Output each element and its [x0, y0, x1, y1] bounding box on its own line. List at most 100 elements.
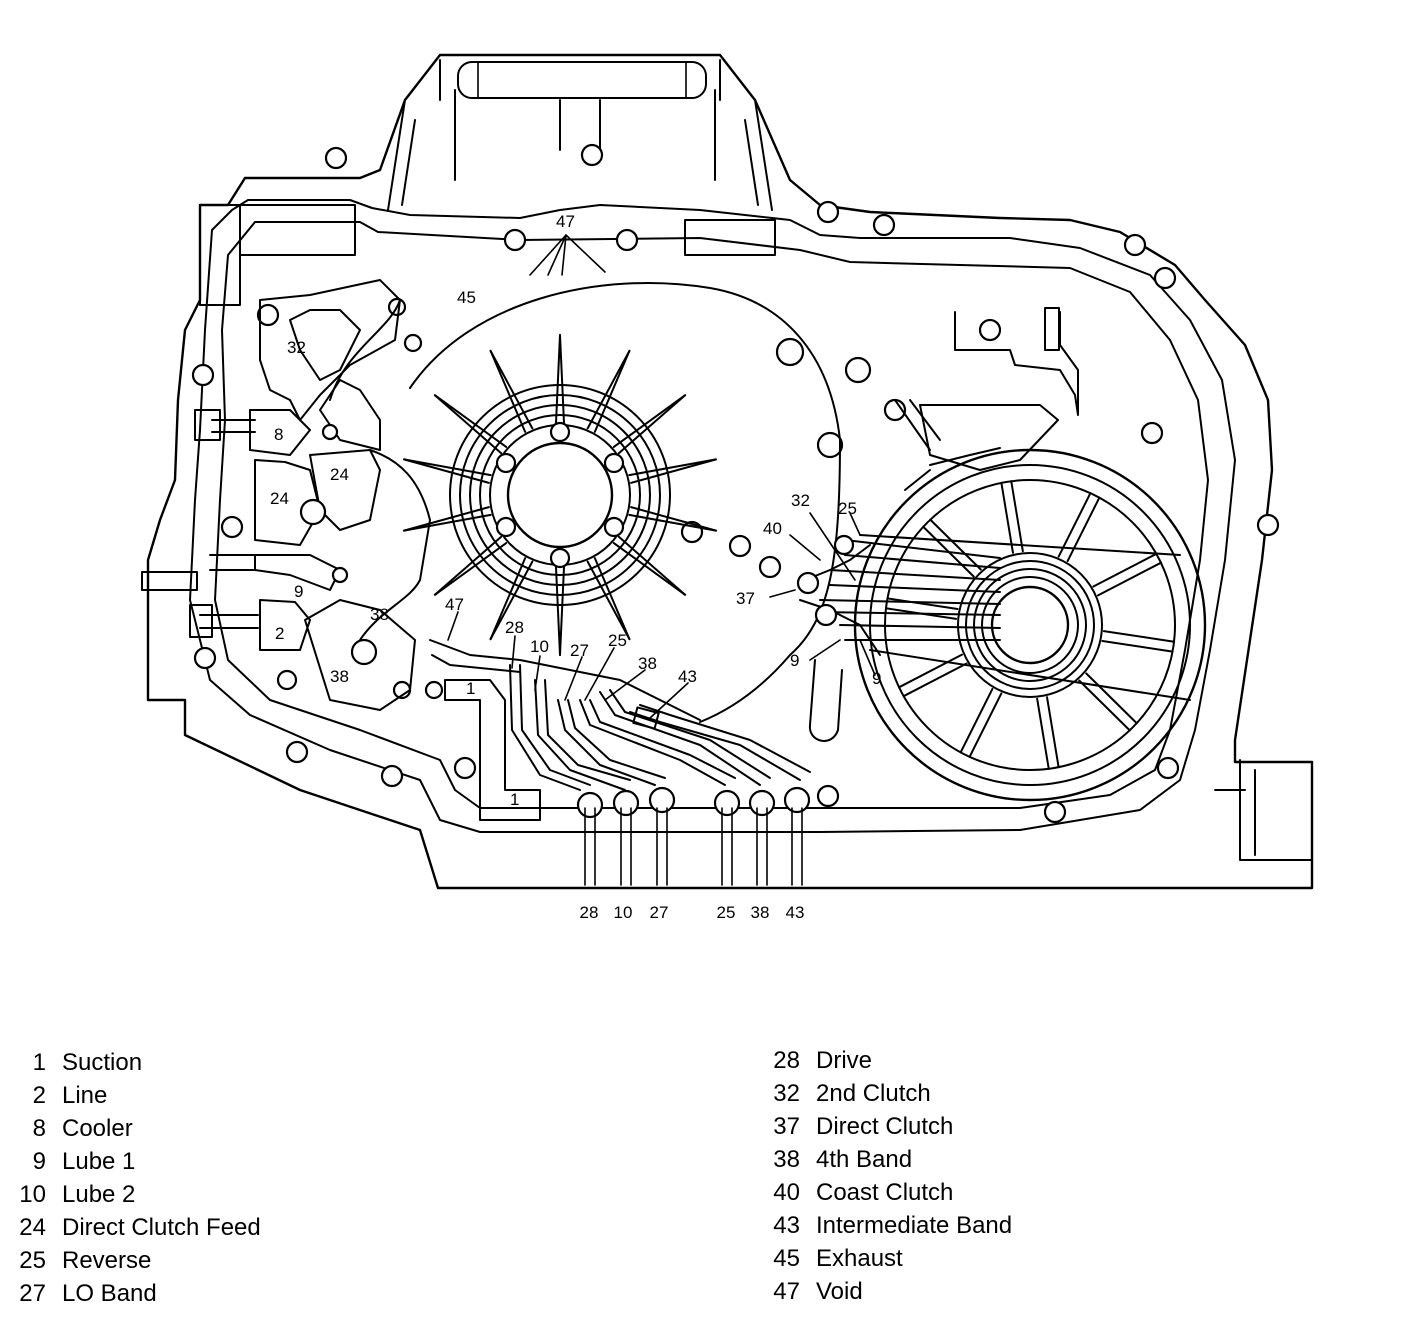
diagram-line: [489, 349, 527, 433]
legend-label: Reverse: [62, 1246, 152, 1274]
legend-item: 45 Exhaust: [754, 1242, 1012, 1275]
diagram-line: [1057, 492, 1092, 558]
legend-label: Direct Clutch Feed: [62, 1213, 261, 1241]
callout-9-right-b: 9: [872, 669, 881, 688]
diagram-line: [617, 394, 687, 455]
diagram-line: [555, 566, 561, 656]
callout-24-b: 24: [270, 489, 289, 508]
callout-25-right: 25: [838, 499, 857, 518]
legend-label: Suction: [62, 1048, 143, 1076]
drum-assembly: [796, 447, 1207, 802]
callout-37: 37: [736, 589, 755, 608]
legend-number: 32: [773, 1079, 800, 1107]
lower-passages: [444, 664, 811, 886]
case-outline: [141, 53, 1314, 890]
diagram-line: [612, 542, 687, 596]
diagram-line: [1085, 672, 1138, 725]
callout-32-right: 32: [791, 491, 810, 510]
diagram-line: [902, 662, 968, 698]
diagram-line: [886, 597, 959, 610]
callout-28: 28: [505, 618, 524, 637]
callout-9-left: 9: [294, 582, 303, 601]
legend-label: Exhaust: [816, 1244, 903, 1272]
legend-label: Drive: [816, 1046, 873, 1074]
legend-number: 8: [32, 1114, 46, 1142]
legend-item: 32 2nd Clutch: [754, 1077, 1012, 1110]
legend-number: 28: [773, 1046, 800, 1074]
legend-label: 2nd Clutch: [816, 1079, 931, 1107]
callout-2: 2: [275, 624, 284, 643]
port-label-25: 25: [717, 903, 736, 922]
diagram-line: [959, 687, 994, 754]
callout-38-b: 38: [330, 667, 349, 686]
legend-number: 43: [773, 1211, 800, 1239]
legend-number: 2: [32, 1081, 46, 1109]
bolt-holes: [191, 143, 1280, 824]
diagram-line: [1036, 697, 1050, 770]
diagram-line: [593, 557, 631, 641]
diagram-line: [1096, 561, 1163, 597]
legend-label: Coast Clutch: [816, 1178, 954, 1206]
leader-lines: [447, 234, 876, 719]
legend-item: 25 Reverse: [0, 1244, 261, 1277]
diagram-line: [1000, 481, 1014, 554]
diagram-line: [630, 458, 717, 484]
callout-9-right-a: 9: [790, 651, 799, 670]
diagram-line: [1101, 640, 1174, 653]
port-labels: 28 10 27 25 38 43: [580, 903, 805, 922]
legend-number: 38: [773, 1145, 800, 1173]
port-label-27: 27: [650, 903, 669, 922]
legend-number: 37: [773, 1112, 800, 1140]
port-label-38: 38: [751, 903, 770, 922]
legend-label: LO Band: [62, 1279, 157, 1307]
diagram-line: [628, 513, 717, 532]
callout-1-b: 1: [510, 790, 519, 809]
diagram-line: [433, 535, 503, 596]
diagram-line: [489, 560, 534, 641]
callout-38-a: 38: [370, 605, 389, 624]
left-passages: [199, 279, 701, 721]
diagram-line: [929, 518, 982, 571]
callout-25: 25: [608, 631, 627, 650]
legend-label: Void: [816, 1277, 863, 1305]
legend-label: Lube 1: [62, 1147, 136, 1175]
diagram-line: [489, 557, 527, 641]
legend-number: 47: [773, 1277, 800, 1305]
callout-38-c: 38: [638, 654, 657, 673]
diagram-line: [593, 349, 631, 433]
diagram-line: [555, 334, 561, 424]
callout-40: 40: [763, 519, 782, 538]
diagram-line: [1046, 696, 1060, 769]
diagram-line: [630, 506, 717, 532]
diagram-line: [612, 394, 687, 448]
callout-10: 10: [530, 637, 549, 656]
transaxle-case-diagram: 47 45 32 8 24 24 9 2 38 38 47 1 1 28 10 …: [141, 53, 1314, 922]
legend-label: Lube 2: [62, 1180, 136, 1208]
right-upper-block: [684, 219, 1079, 471]
callout-47-top: 47: [556, 212, 575, 231]
diagram-line: [968, 692, 1003, 758]
legend-number: 45: [773, 1244, 800, 1272]
port-label-28: 28: [580, 903, 599, 922]
callout-27: 27: [570, 641, 589, 660]
callout-8: 8: [274, 425, 283, 444]
callout-43: 43: [678, 667, 697, 686]
callout-45: 45: [457, 288, 476, 307]
legend-number: 40: [773, 1178, 800, 1206]
diagram-line: [403, 513, 492, 532]
pump-assembly: [403, 282, 841, 723]
diagram-line: [403, 506, 490, 532]
callout-24-a: 24: [330, 465, 349, 484]
legend-number: 25: [19, 1246, 46, 1274]
callout-1-a: 1: [466, 679, 475, 698]
diagram-line: [586, 349, 631, 430]
